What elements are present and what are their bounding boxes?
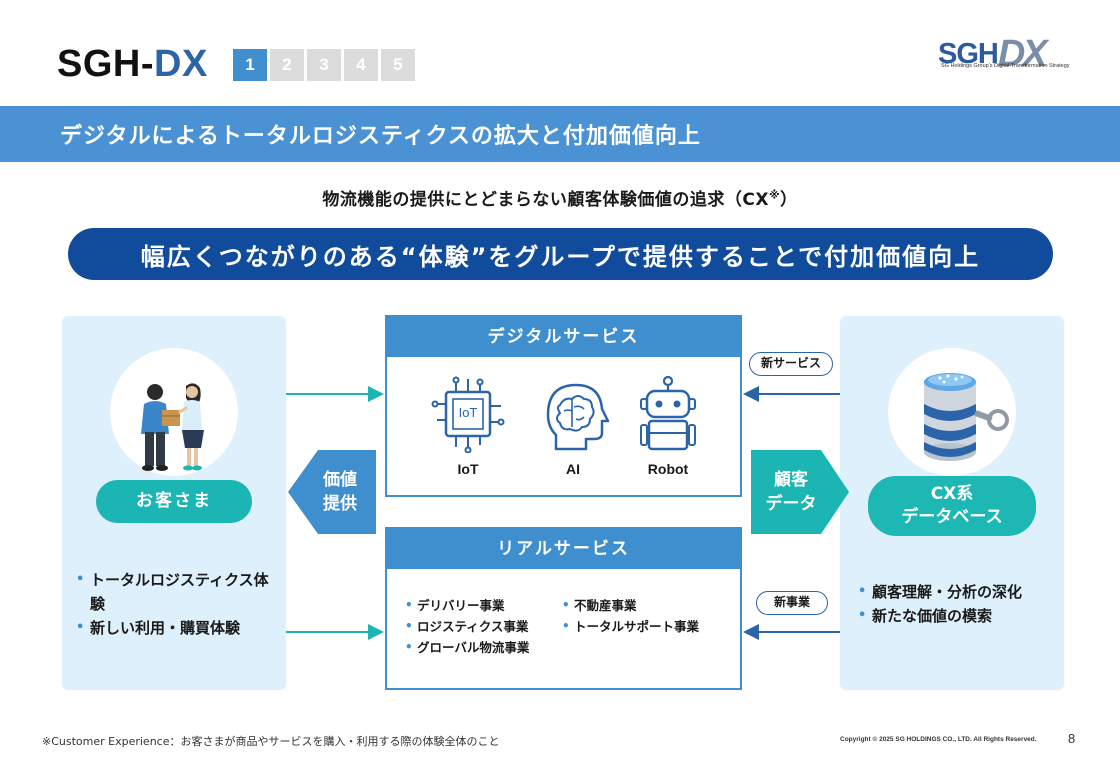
value-arrow-line2: 提供 bbox=[323, 494, 357, 514]
digital-services-box: デジタルサービス IoT IoT AI bbox=[385, 315, 742, 497]
logo-sgh: SGH bbox=[938, 38, 999, 70]
page-number: 8 bbox=[1068, 731, 1076, 746]
value-provision-arrow: 価値 提供 bbox=[288, 450, 376, 534]
robot-label: Robot bbox=[647, 461, 689, 477]
iot-label: IoT bbox=[457, 461, 479, 477]
logo-tagline: SG Holdings Group's Digital Transformati… bbox=[941, 63, 1070, 69]
value-arrow-line1: 価値 bbox=[323, 470, 357, 490]
database-icon bbox=[924, 373, 1009, 461]
customer-bullets: トータルロジスティクス体験 新しい利用・購買体験 bbox=[76, 568, 276, 640]
real-services-list-right: 不動産事業 トータルサポート事業 bbox=[562, 595, 699, 637]
brand-suffix: DX bbox=[154, 43, 208, 85]
subtitle: 物流機能の提供にとどまらない顧客体験価値の追求（CX※） bbox=[0, 185, 1120, 210]
robot-icon bbox=[629, 375, 707, 453]
customer-handover-icon bbox=[141, 383, 204, 471]
database-illustration-circle bbox=[888, 348, 1016, 476]
brand-title: SGH-DX bbox=[57, 42, 208, 86]
brand-prefix: SGH- bbox=[57, 43, 154, 85]
subtitle-close: ） bbox=[780, 190, 798, 210]
subtitle-text: 物流機能の提供にとどまらない顧客体験価値の追求（CX bbox=[322, 190, 769, 210]
headline-text: 幅広くつながりのある“体験”をグループで提供することで付加価値向上 bbox=[140, 243, 981, 271]
step-3-tab[interactable]: 3 bbox=[307, 49, 341, 81]
real-service-item: グローバル物流事業 bbox=[405, 637, 529, 658]
customer-panel: お客さま トータルロジスティクス体験 新しい利用・購買体験 bbox=[62, 316, 286, 690]
logo-dx: DX bbox=[997, 33, 1048, 75]
customer-label: お客さま bbox=[96, 480, 252, 523]
logo-wordmark: SGHDX bbox=[938, 30, 1048, 75]
real-service-item: デリバリー事業 bbox=[405, 595, 529, 616]
data-arrow-line2: データ bbox=[765, 494, 817, 514]
real-service-item: トータルサポート事業 bbox=[562, 616, 699, 637]
copyright: Copyright © 2025 SG HOLDINGS CO., LTD. A… bbox=[840, 736, 1037, 743]
step-4-tab[interactable]: 4 bbox=[344, 49, 378, 81]
real-service-item: ロジスティクス事業 bbox=[405, 616, 529, 637]
step-1-tab[interactable]: 1 bbox=[233, 49, 267, 81]
sghdx-logo: SGHDX SG Holdings Group's Digital Transf… bbox=[938, 22, 1076, 75]
iot-chip-icon: IoT bbox=[429, 375, 507, 453]
data-arrow-line1: 顧客 bbox=[774, 470, 808, 490]
cx-database-panel: CX系 データベース 顧客理解・分析の深化 新たな価値の模索 bbox=[840, 316, 1064, 690]
cx-label-line2: データベース bbox=[901, 507, 1003, 527]
digital-services-title: デジタルサービス bbox=[387, 317, 740, 357]
cx-bullet: 顧客理解・分析の深化 bbox=[858, 580, 1058, 604]
step-5-tab[interactable]: 5 bbox=[381, 49, 415, 81]
real-service-item: 不動産事業 bbox=[562, 595, 699, 616]
footnote: ※Customer Experience：お客さまが商品やサービスを購入・利用す… bbox=[42, 735, 500, 748]
section-banner: デジタルによるトータルロジスティクスの拡大と付加価値向上 bbox=[0, 106, 1120, 162]
real-services-list-left: デリバリー事業 ロジスティクス事業 グローバル物流事業 bbox=[405, 595, 529, 658]
data-arrow-text: 顧客 データ bbox=[753, 468, 829, 516]
banner-title: デジタルによるトータルロジスティクスの拡大と付加価値向上 bbox=[60, 124, 701, 149]
cx-database-bullets: 顧客理解・分析の深化 新たな価値の模索 bbox=[858, 580, 1058, 628]
customer-illustration-circle bbox=[110, 348, 238, 476]
value-arrow-text: 価値 提供 bbox=[310, 468, 370, 516]
new-service-tag: 新サービス bbox=[749, 352, 833, 376]
customer-bullet: トータルロジスティクス体験 bbox=[76, 568, 276, 616]
new-business-tag: 新事業 bbox=[756, 591, 828, 615]
step-2-tab[interactable]: 2 bbox=[270, 49, 304, 81]
step-navigation: 1 2 3 4 5 bbox=[233, 49, 415, 81]
customer-data-arrow: 顧客 データ bbox=[751, 450, 849, 534]
customer-bullet: 新しい利用・購買体験 bbox=[76, 616, 276, 640]
iot-chip-label: IoT bbox=[458, 405, 478, 420]
brain-icon bbox=[534, 375, 612, 453]
cx-bullet: 新たな価値の模索 bbox=[858, 604, 1058, 628]
real-services-box: リアルサービス デリバリー事業 ロジスティクス事業 グローバル物流事業 不動産事… bbox=[385, 527, 742, 690]
ai-label: AI bbox=[566, 461, 580, 477]
real-services-title: リアルサービス bbox=[387, 529, 740, 569]
cx-database-label: CX系 データベース bbox=[868, 476, 1036, 536]
headline-pill: 幅広くつながりのある“体験”をグループで提供することで付加価値向上 bbox=[68, 228, 1053, 280]
subtitle-footnote-mark: ※ bbox=[768, 188, 781, 202]
cx-label-line1: CX系 bbox=[930, 484, 974, 504]
